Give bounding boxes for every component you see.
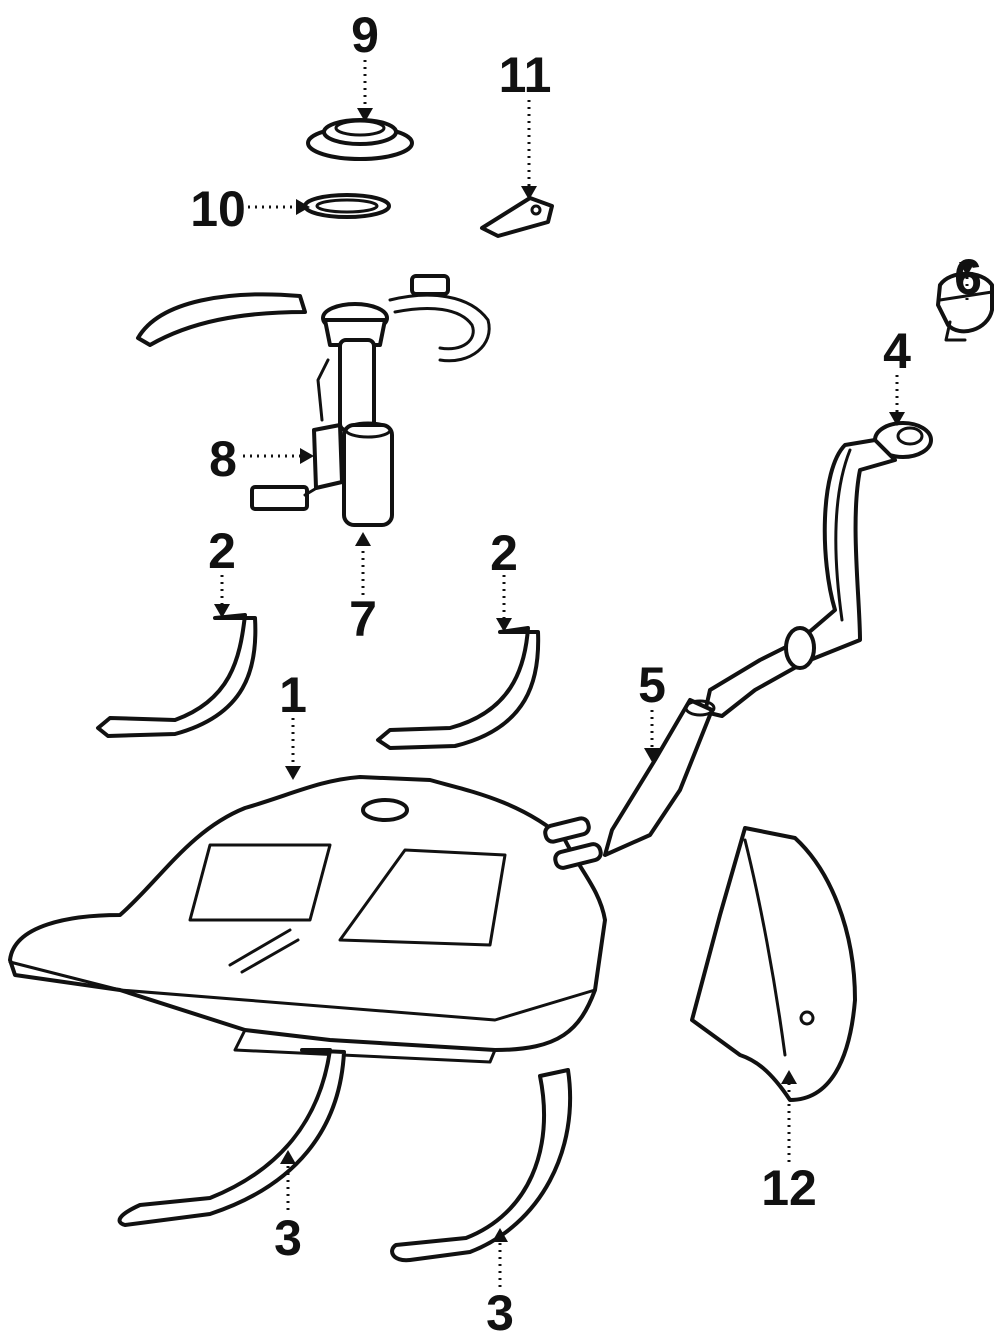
- callout-8: 8: [209, 431, 237, 487]
- part-2-strap-left[interactable]: [96, 613, 258, 738]
- callout-6: 6: [954, 249, 982, 305]
- part-3-strap-left[interactable]: [117, 1048, 346, 1227]
- leader-lines: [214, 60, 975, 1287]
- callout-10: 10: [190, 181, 246, 237]
- part-4-filler-pipe[interactable]: [703, 421, 933, 718]
- part-8-sending-unit[interactable]: [312, 423, 344, 490]
- callout-2-left: 2: [208, 523, 236, 579]
- callout-5: 5: [638, 657, 666, 713]
- part-10-seal-ring[interactable]: [303, 193, 391, 219]
- callout-11: 11: [499, 47, 552, 103]
- part-1-fuel-tank[interactable]: [8, 775, 607, 1064]
- part-12-heat-shield[interactable]: [690, 826, 857, 1102]
- part-9-grommet[interactable]: [306, 118, 414, 161]
- callout-2-right: 2: [490, 525, 518, 581]
- callout-12: 12: [761, 1160, 817, 1216]
- part-5-filler-hose[interactable]: [603, 698, 716, 857]
- callout-9: 9: [351, 7, 379, 63]
- callout-3-right: 3: [486, 1285, 514, 1341]
- callout-1: 1: [279, 667, 307, 723]
- part-2-strap-right[interactable]: [376, 626, 541, 750]
- callout-3-left: 3: [274, 1210, 302, 1266]
- part-11-clip[interactable]: [480, 196, 554, 238]
- callout-labels: 9 10 11 6 4 8 7 2 2 1 5 3 3 12: [190, 7, 982, 1341]
- callout-4: 4: [883, 323, 911, 379]
- part-6-fuel-cap[interactable]: [936, 271, 994, 342]
- part-7-fuel-pump-assembly[interactable]: [136, 274, 491, 527]
- callout-7: 7: [349, 591, 377, 647]
- part-3-strap-right[interactable]: [390, 1068, 573, 1263]
